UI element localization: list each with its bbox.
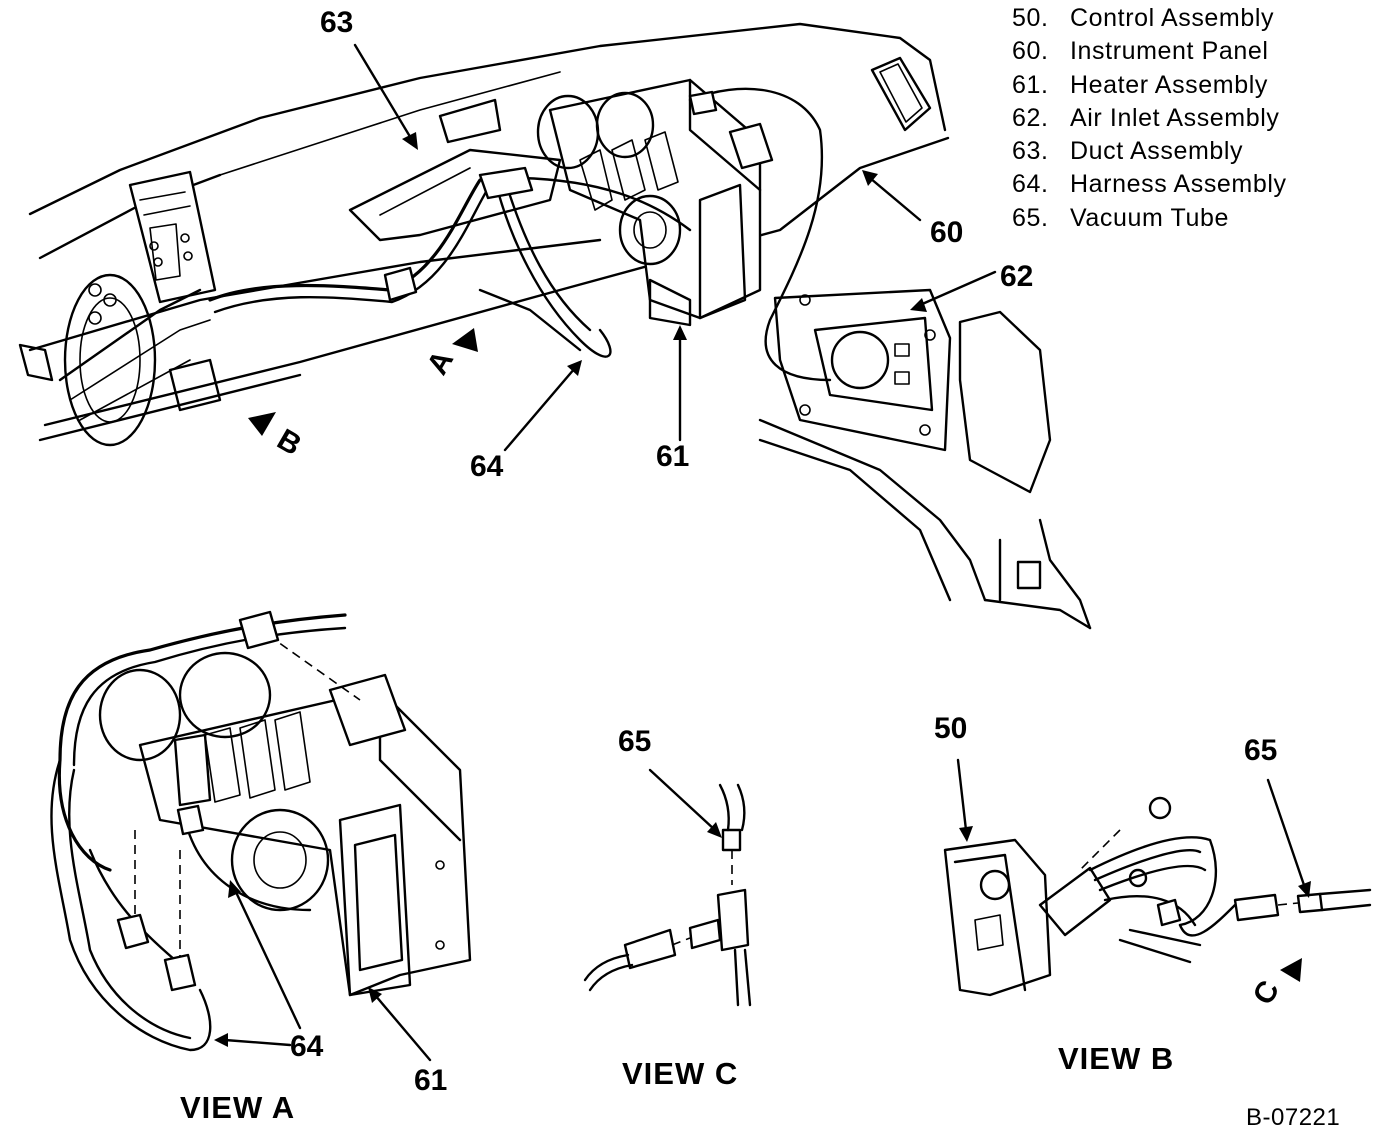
- callout-65-view-b: 65: [1244, 734, 1278, 767]
- callout-60-instrument-panel: 60: [930, 216, 964, 249]
- callout-50-view-b: 50: [934, 712, 968, 745]
- legend-number: 63.: [1012, 137, 1049, 166]
- callout-64-harness-assembly: 64: [470, 450, 504, 483]
- harness-assembly-main: [208, 87, 832, 382]
- callout-61-view-a: 61: [414, 1064, 448, 1097]
- callout-65-view-c: 65: [618, 725, 652, 758]
- view-b-direction-arrow: [248, 412, 276, 436]
- legend-item: 62. Air Inlet Assembly: [1012, 102, 1287, 135]
- legend-item: 50. Control Assembly: [1012, 2, 1287, 35]
- leader-lines-view-a: [214, 880, 432, 1062]
- legend-label: Duct Assembly: [1070, 137, 1244, 166]
- callout-61-heater-assembly: 61: [656, 440, 690, 473]
- view-a-drawing: [50, 610, 472, 1052]
- legend-number: 60.: [1012, 37, 1049, 66]
- view-c-direction-arrow-group: [1280, 958, 1302, 982]
- leader-lines-main: [353, 43, 997, 452]
- legend-item: 63. Duct Assembly: [1012, 135, 1287, 168]
- heater-assembly-main: [438, 78, 774, 327]
- callout-62-air-inlet-assembly: 62: [1000, 260, 1034, 293]
- legend-item: 60. Instrument Panel: [1012, 35, 1287, 68]
- legend-number: 50.: [1012, 4, 1049, 32]
- legend-label: Vacuum Tube: [1070, 203, 1230, 232]
- view-direction-arrows-main: [248, 328, 478, 436]
- view-a-label: VIEW A: [180, 1090, 296, 1125]
- legend-item: 65. Vacuum Tube: [1012, 202, 1287, 235]
- legend-item: 61. Heater Assembly: [1012, 69, 1287, 102]
- legend-label: Harness Assembly: [1070, 170, 1287, 199]
- legend-label: Heater Assembly: [1070, 70, 1268, 99]
- steering-column-wiring: [18, 273, 222, 447]
- legend-number: 62.: [1012, 103, 1049, 132]
- view-c-label: VIEW C: [622, 1056, 739, 1091]
- view-b-label: VIEW B: [1058, 1041, 1175, 1076]
- control-assembly-main: [128, 170, 217, 304]
- parts-legend: 50.Control Assembly 60.Instrument Panel …: [1012, 2, 1287, 235]
- legend-label: Control Assembly: [1070, 4, 1275, 32]
- air-inlet-assembly-main: [773, 288, 952, 452]
- instrument-panel-drawing: [28, 22, 1092, 630]
- view-c-direction-arrow: [1280, 958, 1302, 982]
- view-b-drawing: [943, 796, 1372, 997]
- legend-number: 64.: [1012, 170, 1049, 199]
- legend-label: Instrument Panel: [1070, 37, 1269, 66]
- legend-number: 61.: [1012, 70, 1049, 99]
- leader-lines-view-b: [956, 758, 1311, 898]
- figure-code: B-07221: [1246, 1104, 1341, 1131]
- view-a-direction-arrow: [452, 328, 478, 352]
- callout-64-view-a: 64: [290, 1030, 324, 1063]
- duct-assembly-main: [348, 148, 562, 242]
- legend-number: 65.: [1012, 203, 1049, 232]
- leader-lines-view-c: [648, 768, 722, 838]
- legend-label: Air Inlet Assembly: [1070, 103, 1280, 132]
- callout-63-duct-assembly: 63: [320, 6, 354, 39]
- legend-item: 64. Harness Assembly: [1012, 168, 1287, 201]
- view-c-drawing: [583, 783, 752, 1007]
